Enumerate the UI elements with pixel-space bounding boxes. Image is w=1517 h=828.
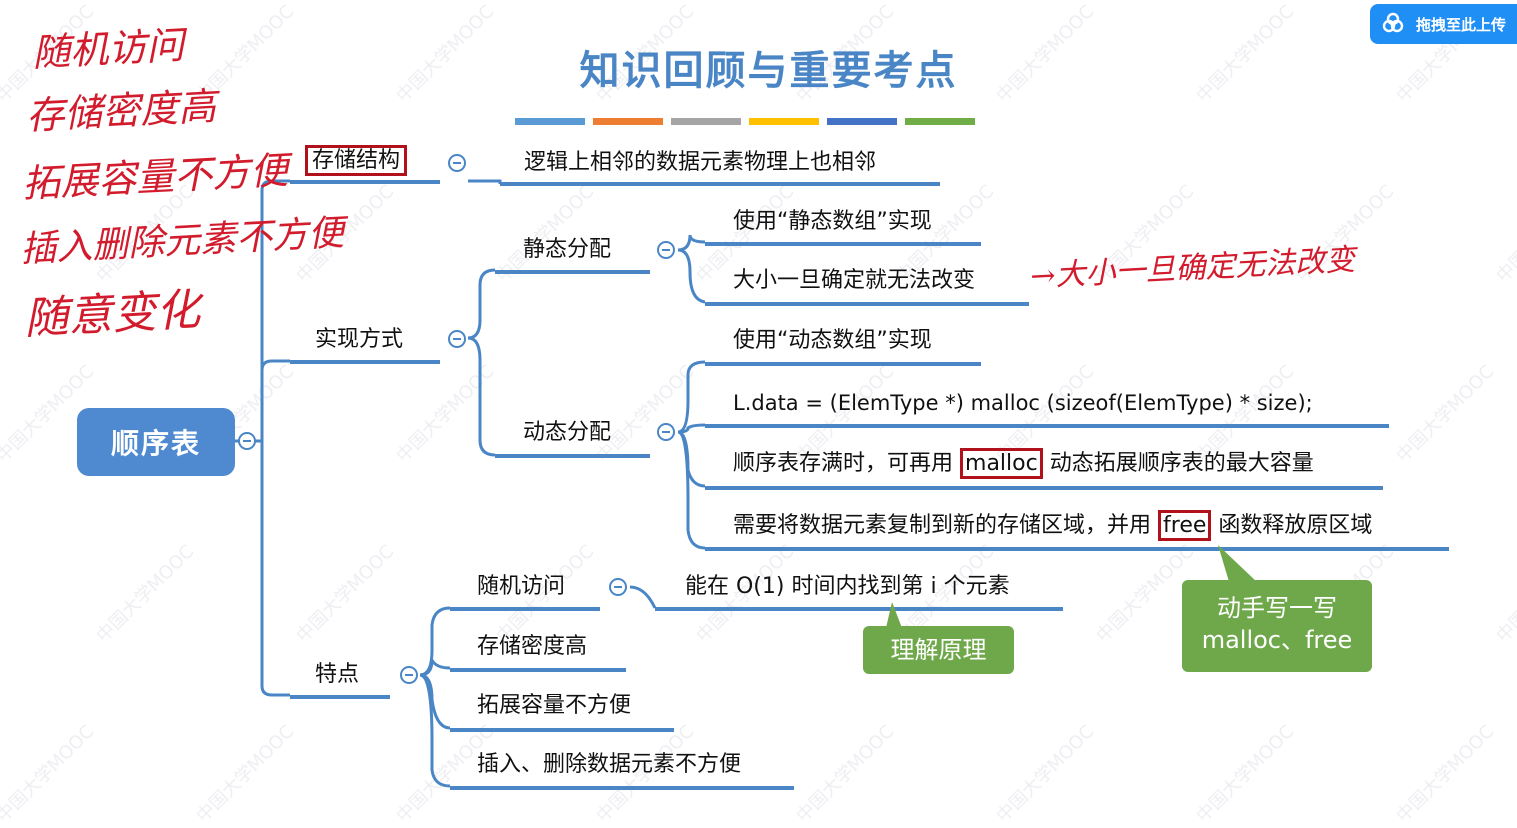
handwriting-note-1: 随机访问	[31, 23, 186, 75]
keyword-malloc: malloc	[960, 448, 1043, 479]
node-storage-desc-underline	[500, 182, 940, 186]
node-static-2[interactable]: 大小一旦确定就无法改变	[733, 268, 976, 293]
node-storage[interactable]: 存储结构	[305, 145, 408, 176]
node-storage-underline	[290, 180, 440, 184]
collapse-impl-toggle[interactable]	[448, 330, 466, 348]
title-color-bar	[749, 118, 819, 125]
node-dynamic-alloc[interactable]: 动态分配	[523, 420, 612, 445]
node-dyn-3[interactable]: 顺序表存满时，可再用 malloc 动态拓展顺序表的最大容量	[733, 448, 1314, 479]
node-impl[interactable]: 实现方式	[315, 327, 404, 352]
node-feat-expand-underline	[450, 728, 674, 732]
root-label: 顺序表	[110, 427, 201, 460]
upload-button[interactable]: 拖拽至此上传	[1370, 4, 1517, 44]
collapse-features-toggle[interactable]	[400, 666, 418, 684]
title-color-bar	[827, 118, 897, 125]
node-feat-random-desc-underline	[655, 607, 1063, 611]
upload-label: 拖拽至此上传	[1416, 15, 1507, 34]
node-dyn-1-underline	[705, 362, 981, 366]
node-feat-random-underline	[450, 607, 600, 611]
node-dyn-2-underline	[705, 424, 1389, 428]
title-color-bar	[593, 118, 663, 125]
page-title: 知识回顾与重要考点	[579, 48, 958, 94]
node-static-1-underline	[705, 242, 981, 246]
node-features[interactable]: 特点	[315, 662, 360, 687]
callout-practice: 动手写一写 malloc、free	[1182, 580, 1372, 672]
node-feat-random[interactable]: 随机访问	[477, 574, 566, 599]
title-color-bar	[671, 118, 741, 125]
collapse-storage-toggle[interactable]	[448, 154, 466, 172]
node-dyn-4-underline	[705, 547, 1449, 551]
node-static-alloc[interactable]: 静态分配	[523, 237, 612, 262]
node-impl-underline	[290, 360, 440, 364]
callout-understand: 理解原理	[863, 626, 1014, 674]
keyword-free: free	[1158, 510, 1212, 541]
node-dyn-3-post: 动态拓展顺序表的最大容量	[1049, 451, 1314, 476]
callout-practice-line2: malloc、free	[1201, 626, 1353, 654]
node-feat-expand[interactable]: 拓展容量不方便	[477, 693, 632, 718]
node-static-underline	[495, 270, 650, 274]
node-dyn-3-underline	[705, 486, 1383, 490]
node-feat-density[interactable]: 存储密度高	[477, 634, 588, 659]
title-color-bar	[905, 118, 975, 125]
node-dyn-4-post: 函数释放原区域	[1218, 513, 1373, 538]
title-color-bars	[515, 110, 983, 125]
title-color-bar	[515, 118, 585, 125]
node-dyn-4-pre: 需要将数据元素复制到新的存储区域，并用	[733, 513, 1152, 538]
node-features-underline	[290, 695, 390, 699]
callout-practice-line1: 动手写一写	[1217, 594, 1337, 622]
node-dyn-1[interactable]: 使用“动态数组”实现	[733, 328, 932, 353]
collapse-random-toggle[interactable]	[609, 578, 627, 596]
root-node[interactable]: 顺序表	[77, 408, 235, 476]
node-feat-density-underline	[450, 668, 626, 672]
node-feat-random-desc[interactable]: 能在 O(1) 时间内找到第 i 个元素	[685, 574, 1010, 599]
handwriting-note-5: 随意变化	[23, 284, 202, 345]
node-dynamic-underline	[495, 454, 650, 458]
node-feat-insert[interactable]: 插入、删除数据元素不方便	[477, 752, 742, 777]
collapse-dynamic-toggle[interactable]	[657, 423, 675, 441]
node-storage-desc[interactable]: 逻辑上相邻的数据元素物理上也相邻	[524, 150, 877, 175]
cloud-upload-icon	[1382, 12, 1404, 33]
callout-practice-pointer	[1218, 545, 1258, 585]
node-feat-insert-underline	[450, 786, 794, 790]
collapse-static-toggle[interactable]	[657, 241, 675, 259]
node-static-1[interactable]: 使用“静态数组”实现	[733, 209, 932, 234]
node-dyn-4[interactable]: 需要将数据元素复制到新的存储区域，并用 free 函数释放原区域	[733, 510, 1373, 541]
callout-understand-pointer	[886, 602, 902, 628]
node-dyn-3-pre: 顺序表存满时，可再用	[733, 451, 954, 476]
node-static-2-underline	[705, 302, 1029, 306]
storage-label: 存储结构	[305, 145, 408, 176]
handwriting-note-2: 存储密度高	[25, 84, 218, 138]
collapse-root-toggle[interactable]	[238, 432, 256, 450]
node-dyn-2[interactable]: L.data = (ElemType *) malloc (sizeof(Ele…	[733, 391, 1313, 415]
